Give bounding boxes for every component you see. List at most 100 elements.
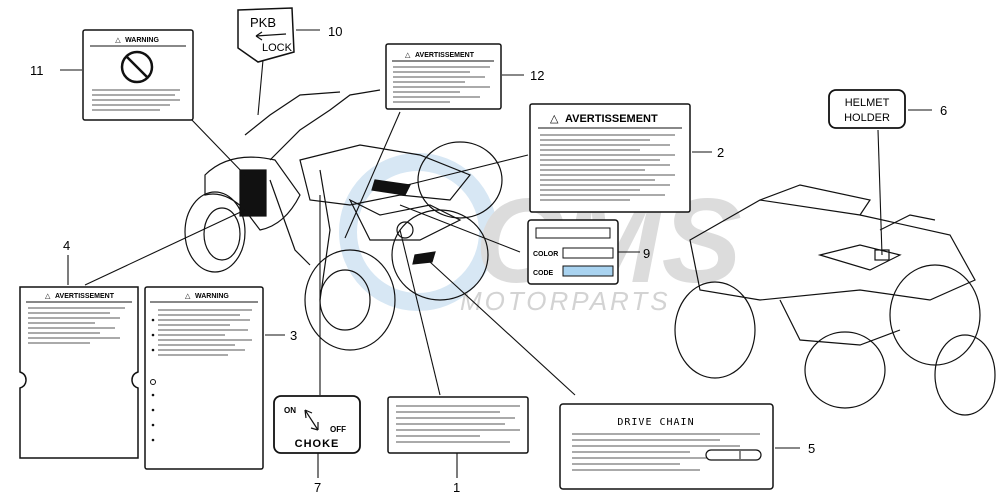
label-2-text-lines — [540, 134, 675, 201]
leader-11-to-atv — [189, 117, 246, 176]
atv-front-label-patch — [239, 169, 267, 217]
atv2-seat — [817, 244, 902, 271]
label-1-frame — [387, 396, 529, 454]
atv-wheel-front-right — [304, 249, 396, 351]
atv-engine-part — [396, 221, 414, 239]
leader-2-to-atv — [394, 154, 529, 189]
label-7-frame — [273, 395, 361, 454]
label-4-title: AVERTISSEMENT — [55, 293, 115, 300]
leader-9-to-atv — [399, 204, 521, 253]
label-9-code: CODE — [533, 270, 554, 277]
leader-5-to-atv — [429, 261, 576, 396]
label-5-drive-chain: DRIVE CHAIN — [559, 403, 774, 490]
callout-7: 7 — [314, 480, 321, 495]
atv-frame-label-patch — [412, 251, 436, 265]
label-10-pkb: PKB — [250, 15, 276, 30]
label-9-color: COLOR — [533, 251, 558, 258]
atv-rear-fender — [348, 198, 462, 241]
label-3-alert-icon: △ — [185, 293, 191, 300]
atv2-wheel-rear-right — [889, 264, 981, 366]
label-3-frame — [144, 286, 264, 470]
label-5-text-lines — [572, 433, 760, 471]
label-9-color-code: COLOR CODE — [527, 219, 619, 285]
label-4-avertissement: △ AVERTISSEMENT — [19, 286, 139, 459]
atv-hub-front-left — [203, 207, 241, 261]
callout-10: 10 — [328, 24, 342, 39]
label-4-frame — [19, 286, 139, 459]
leader-6-to-atv — [877, 129, 883, 256]
label-2-title: AVERTISSEMENT — [565, 113, 658, 125]
atv2-wheel-front-left — [804, 331, 886, 409]
label-11-frame — [82, 29, 194, 121]
label-6-helmet: HELMET — [845, 97, 890, 109]
callout-11: 11 — [30, 63, 44, 78]
atv-seat-label-patch — [371, 179, 411, 196]
atv-handlebar-stem — [269, 89, 381, 161]
atv-rear-view — [674, 184, 996, 416]
label-3-title: WARNING — [195, 293, 229, 300]
label-3-warning: △ WARNING — [144, 286, 264, 470]
atv-hub-front-right — [319, 269, 371, 331]
atv2-frame — [779, 299, 901, 346]
prohibition-icon — [120, 50, 154, 84]
choke-arrow-icon — [304, 409, 319, 431]
label-11-alert-icon: △ — [115, 37, 121, 44]
atv2-wheel-rear-left — [674, 281, 756, 379]
label-2-alert-icon: △ — [550, 113, 559, 125]
atv-seat-body — [299, 144, 471, 206]
label-3-text-lines — [158, 309, 252, 356]
callout-1: 1 — [453, 480, 460, 495]
label-6-frame — [828, 89, 906, 129]
leader-lines — [60, 29, 932, 478]
watermark-subtitle: MOTORPARTS — [460, 286, 671, 316]
label-2-avertissement: △ AVERTISSEMENT — [529, 103, 691, 213]
label-7-on: ON — [284, 406, 296, 415]
atv2-body — [689, 199, 976, 301]
label-1-plate — [387, 396, 529, 454]
label-12-alert-icon: △ — [405, 52, 411, 59]
callout-5: 5 — [808, 441, 815, 456]
label-7-choke: ON OFF CHOKE — [273, 395, 361, 454]
atv2-handlebar — [879, 214, 936, 231]
chain-slider-icon — [705, 449, 762, 461]
label-7-off: OFF — [330, 425, 346, 434]
callout-2: 2 — [717, 145, 724, 160]
atv-handlebar — [244, 91, 341, 136]
leader-12-to-atv — [344, 111, 401, 239]
callout-6: 6 — [940, 103, 947, 118]
label-4-text-lines — [28, 307, 125, 344]
label-3-bullets — [151, 318, 155, 442]
leader-4-to-atv — [84, 209, 246, 286]
callout-9: 9 — [643, 246, 650, 261]
atv-wheel-rear — [417, 141, 503, 219]
label-6-helmet-holder: HELMET HOLDER — [828, 89, 906, 129]
label-12-title: AVERTISSEMENT — [415, 52, 475, 59]
leader-10-to-atv — [257, 59, 264, 116]
callout-3: 3 — [290, 328, 297, 343]
label-4-alert-icon: △ — [45, 293, 51, 300]
label-12-avertissement: △ AVERTISSEMENT — [385, 43, 502, 110]
color-field — [562, 247, 614, 259]
label-5-title: DRIVE CHAIN — [617, 417, 694, 428]
prohibition-icon-slash — [126, 56, 148, 78]
callout-4: 4 — [63, 238, 70, 253]
atv-front-view — [184, 89, 503, 351]
callout-12: 12 — [530, 68, 544, 83]
label-12-text-lines — [393, 66, 490, 103]
atv2-wheel-front-right — [934, 334, 996, 416]
atv-frame — [319, 169, 331, 301]
label-10-lock: LOCK — [262, 42, 293, 54]
label-10-pkb-lock: PKB LOCK — [237, 7, 295, 63]
code-field — [562, 265, 614, 277]
atv-front-fender — [204, 156, 301, 231]
atv2-rear-rack — [759, 184, 871, 216]
arrow-left-icon — [255, 33, 287, 37]
label-7-choke: CHOKE — [295, 438, 340, 450]
label-1-text-lines — [396, 405, 520, 443]
label-11-text-lines — [92, 89, 180, 111]
leader-1-to-atv — [399, 229, 441, 396]
label-11-title: WARNING — [125, 37, 159, 44]
atv-front-suspension — [269, 179, 311, 266]
atv-wheel-front-left — [184, 191, 246, 273]
